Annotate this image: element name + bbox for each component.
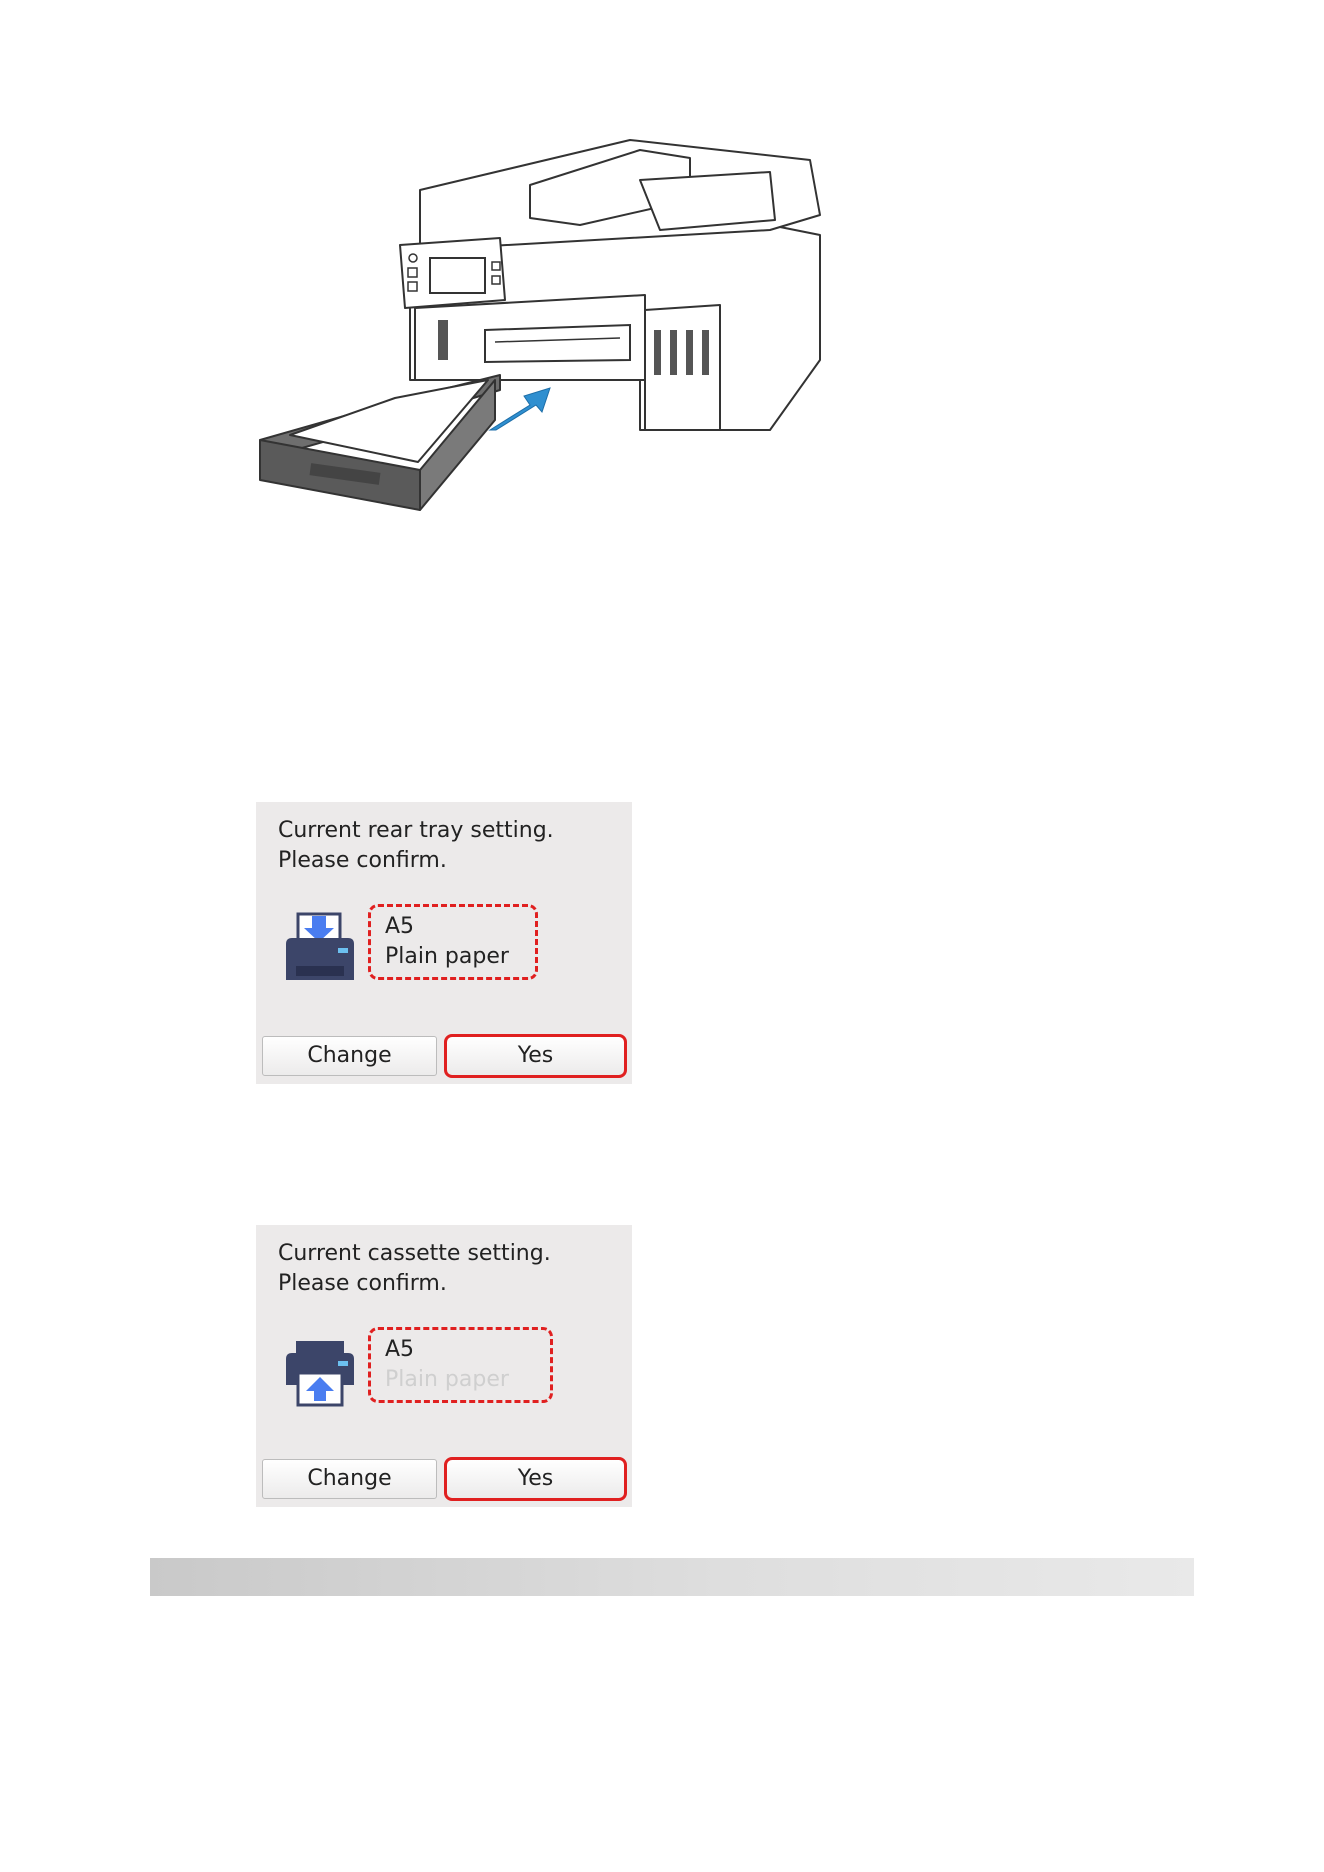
rear-tray-confirm-screen: Current rear tray setting. Please confir… bbox=[256, 802, 632, 1084]
paper-setting-highlight: A5 Plain paper bbox=[368, 1327, 553, 1403]
yes-button[interactable]: Yes bbox=[444, 1034, 627, 1078]
message-line-2: Please confirm. bbox=[278, 1269, 551, 1299]
change-button[interactable]: Change bbox=[262, 1036, 437, 1076]
message-line-2: Please confirm. bbox=[278, 846, 554, 876]
printer-cassette-icon bbox=[282, 1333, 358, 1409]
yes-button[interactable]: Yes bbox=[444, 1457, 627, 1501]
message-line-1: Current cassette setting. bbox=[278, 1239, 551, 1269]
paper-setting-highlight: A5 Plain paper bbox=[368, 904, 538, 980]
section-divider bbox=[150, 1558, 1194, 1596]
paper-size-value: A5 bbox=[385, 1336, 414, 1364]
screen-message: Current cassette setting. Please confirm… bbox=[278, 1239, 551, 1299]
change-button[interactable]: Change bbox=[262, 1459, 437, 1499]
media-type-value: Plain paper bbox=[385, 943, 509, 971]
paper-size-value: A5 bbox=[385, 913, 414, 941]
screen-message: Current rear tray setting. Please confir… bbox=[278, 816, 554, 876]
media-type-value: Plain paper bbox=[385, 1366, 509, 1394]
printer-cassette-insert-illustration bbox=[250, 130, 830, 620]
printer-rear-tray-icon bbox=[282, 910, 358, 986]
cassette-confirm-screen: Current cassette setting. Please confirm… bbox=[256, 1225, 632, 1507]
message-line-1: Current rear tray setting. bbox=[278, 816, 554, 846]
